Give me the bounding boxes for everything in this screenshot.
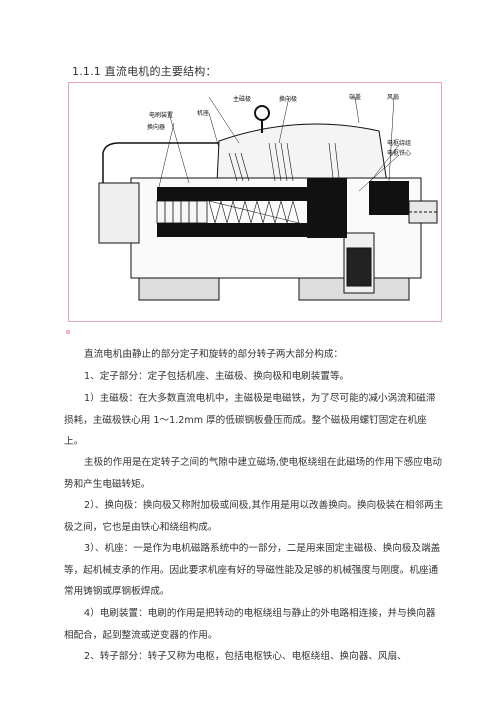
label-commutator: 换向器 <box>147 123 165 131</box>
motor-cross-section-drawing: 主磁极 机座 换向极 端盖 风扇 电刷装置 换向器 电枢绕组 电枢铁心 <box>98 93 438 301</box>
paragraph-1: 直流电机由静止的部分定子和旋转的部分转子两大部分构成： <box>84 349 344 360</box>
motor-structure-figure: 主磁极 机座 换向极 端盖 风扇 电刷装置 换向器 电枢绕组 电枢铁心 <box>68 82 442 322</box>
paragraph-8: 2、转子部分：转子又称为电枢，包括电枢铁心、电枢绕组、换向器、风扇、 <box>84 651 407 662</box>
label-end-cover: 端盖 <box>349 93 361 101</box>
label-armature-core: 电枢铁心 <box>387 149 411 157</box>
paragraph-6: 3）、机座：一是作为电机磁路系统中的一部分，二是用来固定主磁极、换向极及端盖等，… <box>64 543 441 597</box>
label-main-pole: 主磁极 <box>233 95 251 103</box>
label-armature-winding: 电枢绕组 <box>387 139 411 147</box>
section-heading: 1.1.1 直流电机的主要结构： <box>72 65 217 78</box>
label-fan: 风扇 <box>387 93 399 101</box>
paragraph-3: 1）主磁极：在大多数直流电机中，主磁极是电磁铁，为了尽可能的减小涡流和磁滞损耗，… <box>64 393 436 447</box>
label-yoke: 机座 <box>197 109 209 117</box>
paragraph-5: 2）、换向极：换向极又称附加极或间极,其作用是用以改善换向。换向极装在相邻两主极… <box>64 500 444 533</box>
paragraph-4: 主极的作用是在定转子之间的气隙中建立磁场,使电枢绕组在此磁场的作用下感应电动势和… <box>64 457 443 490</box>
label-commutating-pole: 换向极 <box>279 95 297 103</box>
paragraph-7: 4）电刷装置：电刷的作用是把转动的电枢绕组与静止的外电路相连接，并与换向器相配合… <box>64 608 436 641</box>
paragraph-2: 1、定子部分：定子包括机座、主磁极、换向极和电刷装置等。 <box>84 371 350 382</box>
figure-corner-mark <box>66 330 70 334</box>
label-brush-gear: 电刷装置 <box>149 111 173 119</box>
